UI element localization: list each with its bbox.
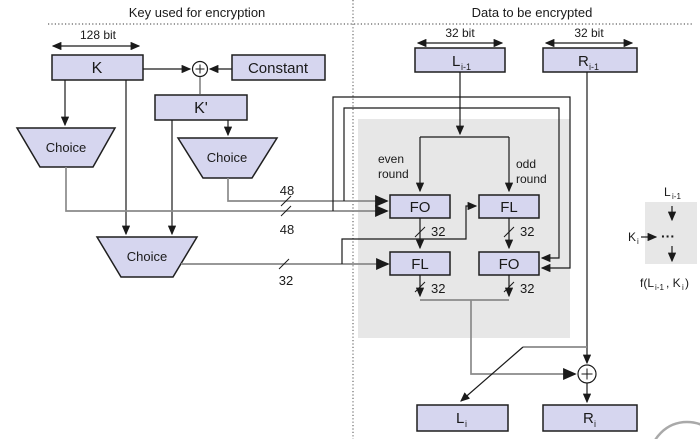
data-path: 32 bit 32 bit L i-1 R i-1 even round odd… [378,26,638,432]
right-section-title: Data to be encrypted [472,5,593,20]
l-in-box [414,47,506,73]
bus-slash-fl-bottom [414,281,426,293]
even-round-label-1: even [378,152,404,166]
choice3-trapezoid [95,236,199,278]
key-loop-outer [332,96,571,273]
l-out-base: L [456,410,464,427]
legend-input-base: L [664,185,671,199]
constant-box-label: Constant [248,60,309,77]
legend-f-part1: f(L [640,276,654,290]
choice1-label: Choice [46,140,86,155]
r-out-box [542,404,638,432]
k-box-label: K [92,60,103,77]
corner-logo-arc [654,420,700,439]
bus-slash-fl-top [503,226,515,238]
bus32-fo-bottom: 32 [520,281,534,296]
r-in-sub: i-1 [589,62,599,72]
kprime-box-label: K' [194,100,208,117]
choice3-label: Choice [127,249,167,264]
fo-bottom-label: FO [499,256,520,273]
constant-box [231,54,326,81]
r-out-sub: i [594,419,596,429]
bus32-fo-top: 32 [431,224,445,239]
kprime-box [154,94,248,121]
legend-dots: ··· [661,228,675,244]
fo-top-label: FO [410,199,431,216]
crossover-diagonal-arrow [460,346,524,402]
r-in-base: R [578,53,589,70]
bus-slash-fo-bottom [503,281,515,293]
odd-round-label-2: round [516,172,547,186]
bus-slash-fo-top [414,226,426,238]
odd-round-label-1: odd [516,157,536,171]
r-width-label: 32 bit [574,26,604,40]
key-wire-48-bottom [65,167,389,217]
key-branch-to-fl-top [341,201,478,264]
r-out-base: R [583,410,594,427]
bus-slash-48-top [280,195,292,207]
k-box [51,54,144,81]
bus32-fl-bottom: 32 [431,281,445,296]
legend-input-sub: i-1 [672,192,681,201]
l-width-label: 32 bit [445,26,475,40]
f-output-to-xor [470,300,577,380]
l-out-box [416,404,509,432]
legend-f-part2: , K [666,276,681,290]
choice2-trapezoid [176,137,279,179]
r-in-box [542,47,638,73]
l-in-sub: i-1 [461,62,471,72]
choice2-label: Choice [207,150,247,165]
bus-slash-48-bottom [280,205,292,217]
choice1-trapezoid [15,127,117,168]
left-section-title: Key used for encryption [129,5,266,20]
fl-top-label: FL [500,199,518,216]
legend-f-part2-sub: i [682,283,684,292]
key-schedule: 128 bit K Constant K' Choice Choice Choi… [15,28,571,288]
bus48-top-label: 48 [280,183,294,198]
l-out-sub: i [465,419,467,429]
key-loop-inner [343,107,560,263]
bus32-label: 32 [279,273,293,288]
bus32-fl-top: 32 [520,224,534,239]
f-function-legend: L i-1 K i ··· f(L i-1 , K i ) [628,185,689,292]
fl-bottom-label: FL [411,256,429,273]
bus-slash-32 [278,258,290,270]
legend-f-part1-sub: i-1 [655,283,664,292]
round-function-panel [358,119,570,338]
legend-key-base: K [628,230,636,244]
legend-f-part3: ) [685,276,689,290]
legend-key-sub: i [637,237,639,246]
key-wire-48-top [227,178,389,207]
bus48-bottom-label: 48 [280,222,294,237]
key-width-label: 128 bit [80,28,117,42]
l-in-base: L [452,53,460,70]
even-round-label-2: round [378,167,409,181]
